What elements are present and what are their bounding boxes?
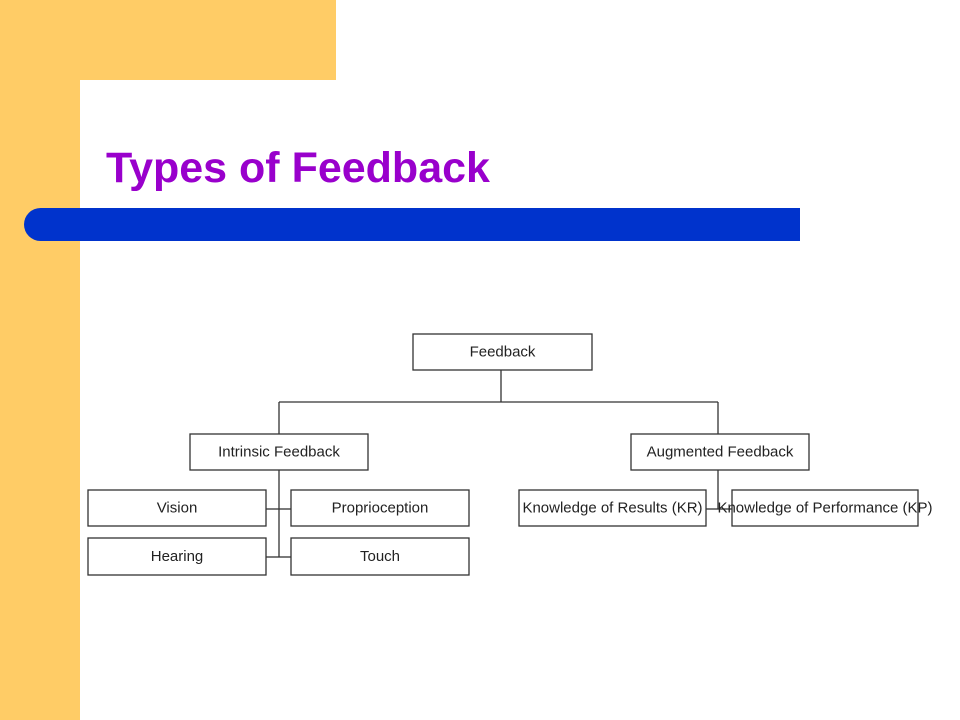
node-augmented-feedback-label: Augmented Feedback — [647, 444, 794, 461]
node-vision: Vision — [87, 489, 267, 527]
title-underline-bar — [24, 208, 800, 241]
node-proprioception-label: Proprioception — [332, 500, 429, 517]
node-touch-label: Touch — [360, 548, 400, 565]
node-hearing: Hearing — [87, 537, 267, 576]
node-hearing-label: Hearing — [151, 548, 204, 565]
node-proprioception: Proprioception — [290, 489, 470, 527]
connectors — [266, 370, 732, 558]
node-touch: Touch — [290, 537, 470, 576]
node-feedback-label: Feedback — [470, 344, 536, 361]
node-intrinsic-feedback: Intrinsic Feedback — [189, 433, 369, 471]
content-panel — [80, 80, 960, 720]
slide-title: Types of Feedback — [106, 144, 490, 192]
node-knowledge-of-results-label: Knowledge of Results (KR) — [522, 500, 702, 517]
node-intrinsic-feedback-label: Intrinsic Feedback — [218, 444, 340, 461]
node-knowledge-of-performance-label: Knowledge of Performance (KP) — [717, 500, 932, 517]
node-vision-label: Vision — [157, 500, 198, 517]
node-feedback: Feedback — [412, 333, 593, 371]
node-knowledge-of-results: Knowledge of Results (KR) — [518, 489, 707, 527]
accent-left-strip — [0, 0, 80, 720]
node-augmented-feedback: Augmented Feedback — [630, 433, 810, 471]
node-knowledge-of-performance: Knowledge of Performance (KP) — [717, 489, 933, 527]
